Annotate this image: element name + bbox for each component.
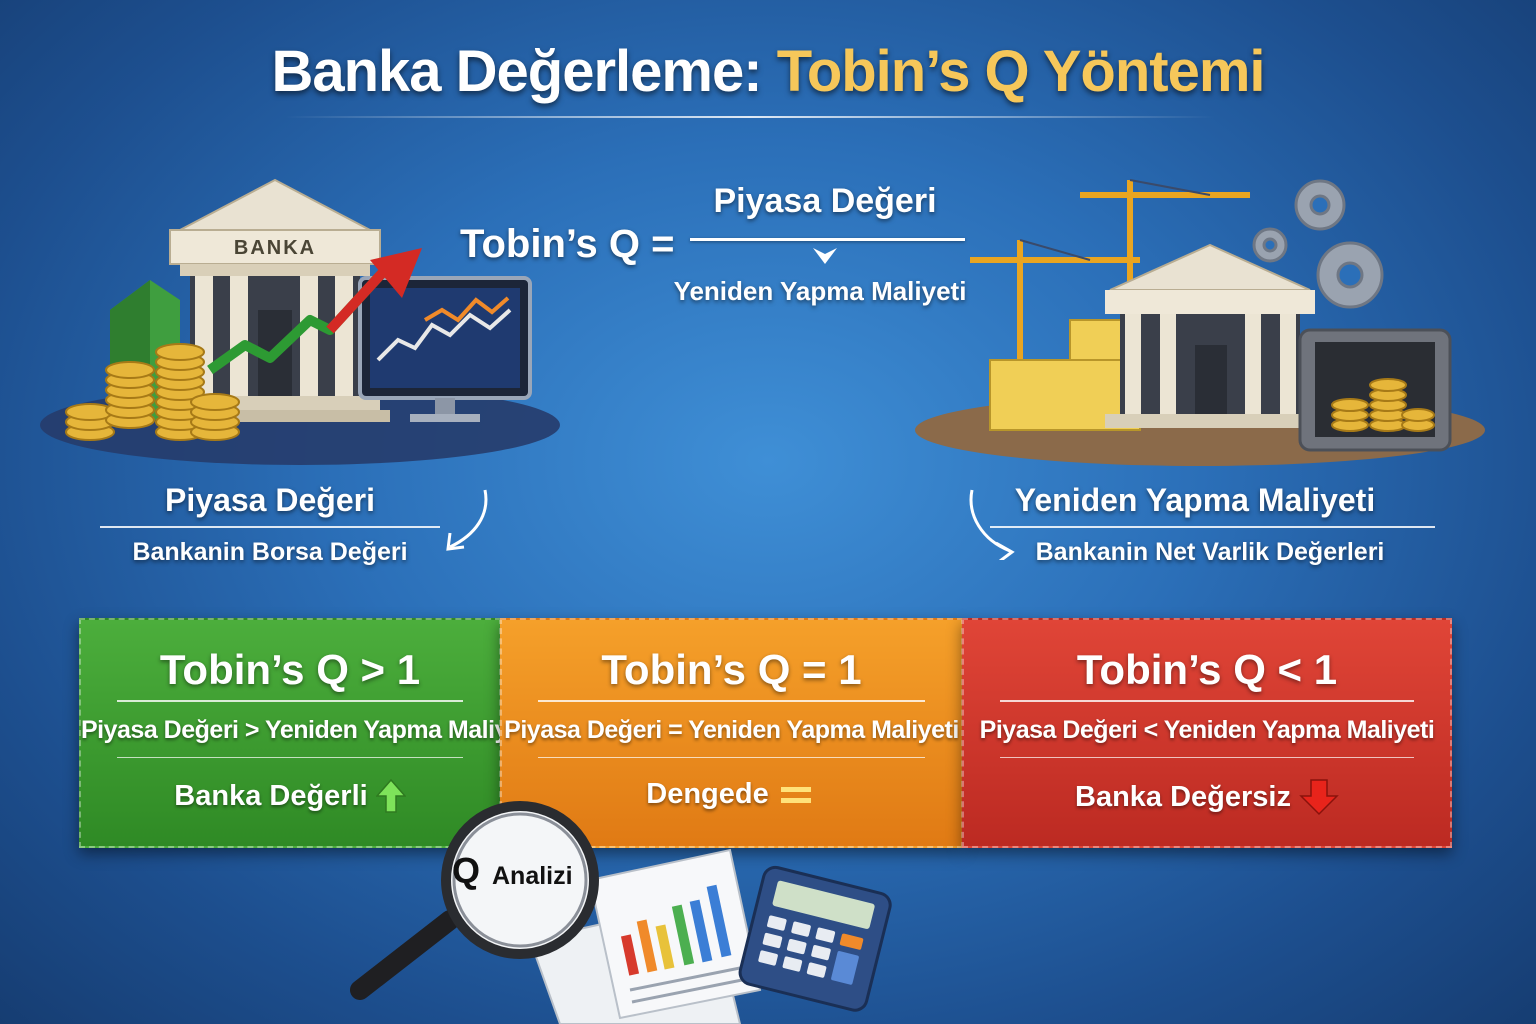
panel-q-greater: Tobin’s Q > 1 Piyasa Değeri > Yeniden Ya… <box>79 618 536 848</box>
gear-icon <box>1252 179 1384 309</box>
bank-building-icon <box>1105 243 1315 428</box>
panel-heading: Tobin’s Q < 1 <box>1076 646 1338 693</box>
stock-monitor-icon <box>358 276 532 422</box>
panel-divider <box>1000 700 1414 702</box>
panel-divider <box>538 757 925 758</box>
panel-verdict: Banka Değerli <box>174 778 406 814</box>
panel-condition: Piyasa Değeri > Yeniden Yapma Maliyeti <box>81 716 536 744</box>
panel-divider <box>1000 757 1414 758</box>
right-caption-subtitle: Bankanin Net Varlik Değerleri <box>1035 538 1385 566</box>
right-caption-divider <box>990 526 1435 528</box>
report-document-icon <box>528 848 762 1024</box>
panel-condition: Piyasa Değeri = Yeniden Yapma Maliyeti <box>504 716 959 744</box>
title-part2: Tobin’s Q Yöntemi <box>776 39 1266 104</box>
bank-market-illustration: BANKA <box>40 178 560 465</box>
up-arrow-icon <box>375 778 406 813</box>
left-caption-divider <box>100 526 440 528</box>
panel-verdict-text: Banka Değerli <box>174 779 368 812</box>
left-caption-title: Piyasa Değeri <box>165 482 375 518</box>
magnifier-label: Analizi <box>492 862 573 890</box>
panel-verdict: Banka Değersiz <box>1075 778 1339 816</box>
gold-coins-icon <box>65 343 240 441</box>
panel-verdict-text: Dengede <box>646 778 769 810</box>
report-calculator-illustration <box>528 848 892 1024</box>
fraction-bar <box>690 238 965 241</box>
calculator-icon <box>738 865 892 1012</box>
down-chevron-icon <box>813 248 837 264</box>
panel-heading: Tobin’s Q = 1 <box>601 646 862 693</box>
formula-lhs: Tobin’s Q = <box>460 222 675 266</box>
page-title: Banka Değerleme: Tobin’s Q Yöntemi <box>0 38 1536 105</box>
panel-q-less: Tobin’s Q < 1 Piyasa Değeri < Yeniden Ya… <box>962 618 1452 848</box>
left-caption-subtitle: Bankanin Borsa Değeri <box>132 538 408 566</box>
panel-divider <box>117 700 463 702</box>
trend-arrow-icon <box>370 248 422 298</box>
magnifier-icon <box>350 801 599 1000</box>
curved-arrow-icon <box>446 489 488 551</box>
right-caption-title: Yeniden Yapma Maliyeti <box>1014 482 1376 518</box>
panel-condition: Piyasa Değeri < Yeniden Yapma Maliyeti <box>979 716 1435 744</box>
curved-arrow-icon <box>969 489 1015 560</box>
formula-numerator: Piyasa Değeri <box>713 182 937 220</box>
panel-divider <box>538 700 925 702</box>
equals-icon <box>780 786 811 803</box>
title-divider <box>285 116 1215 118</box>
panel-heading: Tobin’s Q > 1 <box>159 646 421 693</box>
reconstruction-cost-illustration <box>915 179 1485 466</box>
magnifier-q-letter: Q <box>452 850 481 891</box>
title-part1: Banka Değerleme: <box>271 39 762 104</box>
panel-divider <box>117 757 463 758</box>
panel-verdict-text: Banka Değersiz <box>1075 780 1291 813</box>
bank-sign: BANKA <box>234 237 316 259</box>
safe-icon <box>1298 328 1452 452</box>
panel-verdict: Dengede <box>646 778 816 811</box>
down-arrow-icon <box>1299 779 1339 816</box>
formula-denominator: Yeniden Yapma Maliyeti <box>673 276 967 306</box>
panel-q-equal: Tobin’s Q = 1 Piyasa Değeri = Yeniden Ya… <box>500 618 963 848</box>
